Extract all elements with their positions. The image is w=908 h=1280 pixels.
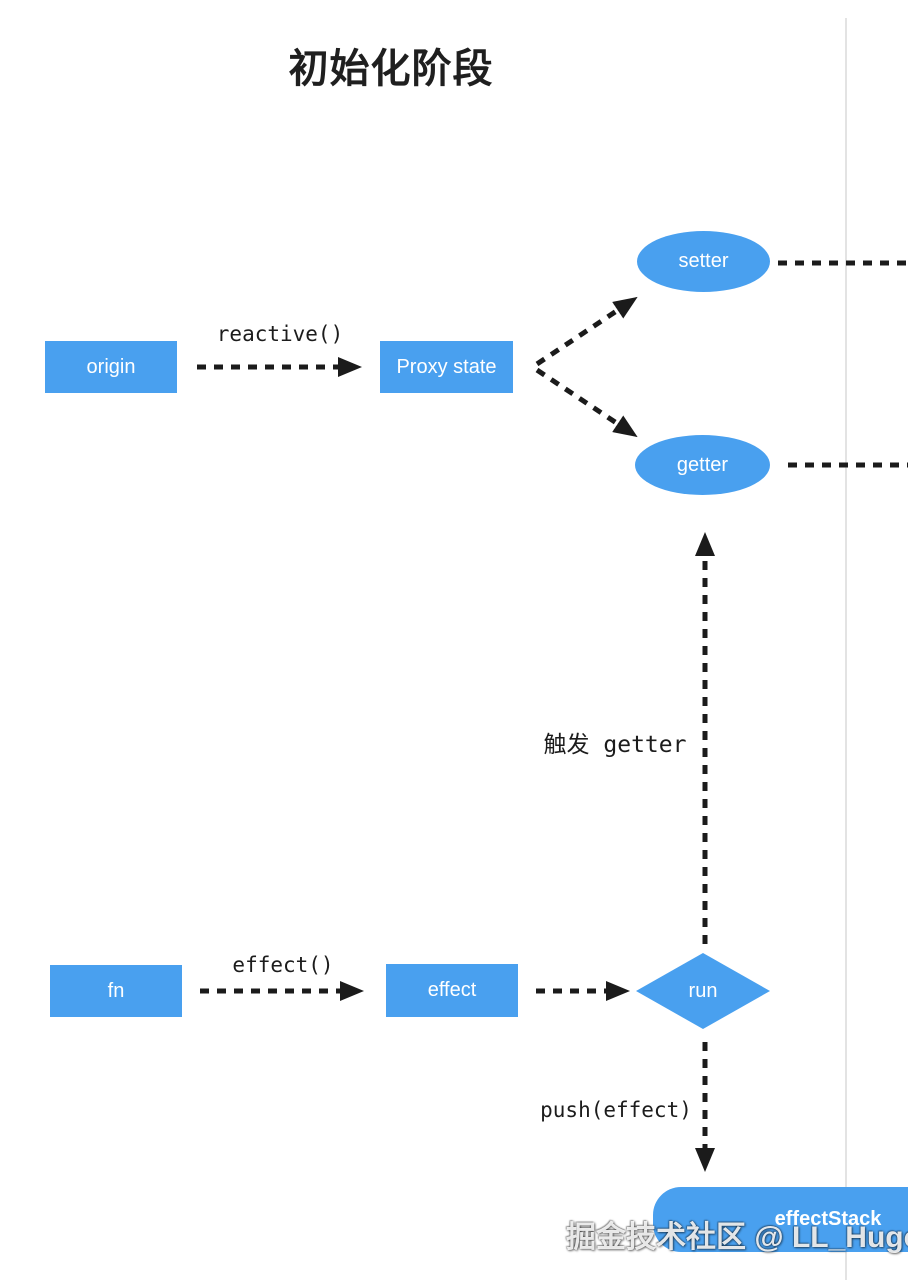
node-getter: getter [635, 435, 770, 495]
watermark: 掘金技术社区 @ LL_Hugo [566, 1221, 908, 1254]
node-origin-label: origin [86, 355, 136, 378]
node-effect-stack: effectStack [653, 1187, 908, 1252]
vertical-divider-line [845, 18, 847, 1280]
edge-label-push-effect: push(effect) [540, 1098, 692, 1122]
edge-proxy-state-to-getter [535, 367, 638, 438]
node-proxy-state-label: Proxy state [396, 355, 497, 378]
node-fn-label: fn [107, 979, 125, 1002]
node-setter: setter [637, 231, 770, 292]
edge-label-reactive: reactive() [216, 322, 344, 346]
node-getter-label: getter [676, 453, 729, 476]
node-proxy-state: Proxy state [380, 341, 513, 393]
node-effect: effect [386, 964, 518, 1017]
node-origin: origin [45, 341, 177, 393]
edge-proxy-state-to-setter [535, 296, 638, 367]
node-setter-label: setter [678, 250, 729, 272]
node-effect-stack-label: effectStack [774, 1208, 882, 1230]
node-effect-label: effect [427, 979, 477, 1001]
node-fn: fn [50, 965, 182, 1017]
edge-label-effect-call: effect() [232, 953, 334, 977]
edge-label-trigger-getter: 触发 getter [543, 732, 687, 758]
node-run-label: run [688, 979, 718, 1002]
page-title: 初始化阶段 [288, 47, 494, 91]
